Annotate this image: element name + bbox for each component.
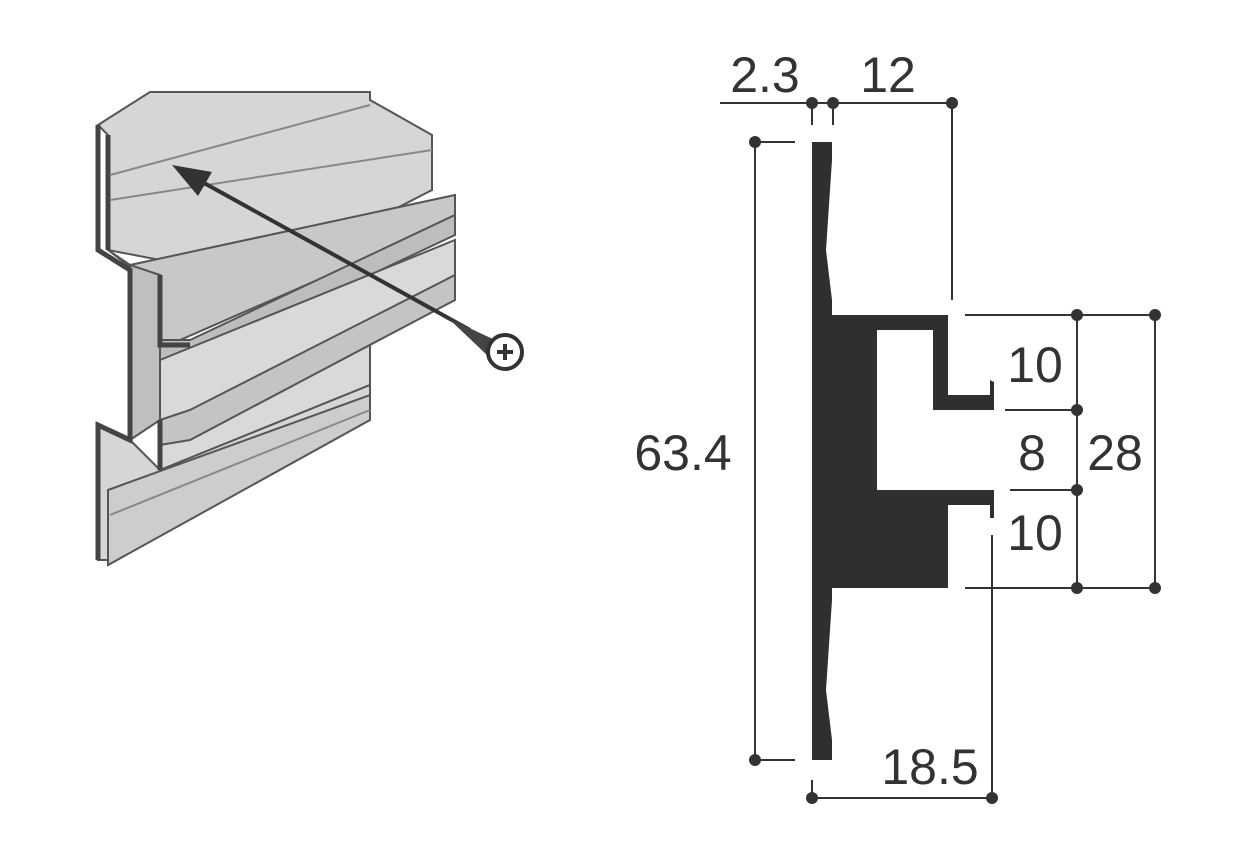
- isometric-rail-view: [95, 91, 456, 567]
- middle-strip: [129, 263, 161, 442]
- screw-shank: [448, 318, 495, 356]
- dim-height: 63.4: [634, 425, 731, 481]
- dim-lower-slot: 10: [1007, 505, 1063, 561]
- dim-upper-slot: 10: [1007, 337, 1063, 393]
- dim-depth: 18.5: [881, 739, 978, 795]
- arrow-head-icon: [172, 165, 212, 196]
- dim-thickness: 2.3: [730, 47, 800, 103]
- dimension-lines: [720, 102, 1156, 799]
- screw-arrow: [172, 165, 524, 371]
- rail-profile: [812, 142, 994, 760]
- dim-gap: 8: [1018, 425, 1046, 481]
- dimension-dots: [749, 97, 1161, 804]
- profile-end: [95, 125, 190, 560]
- dim-top-offset: 12: [860, 47, 916, 103]
- dim-rail-height: 28: [1087, 425, 1143, 481]
